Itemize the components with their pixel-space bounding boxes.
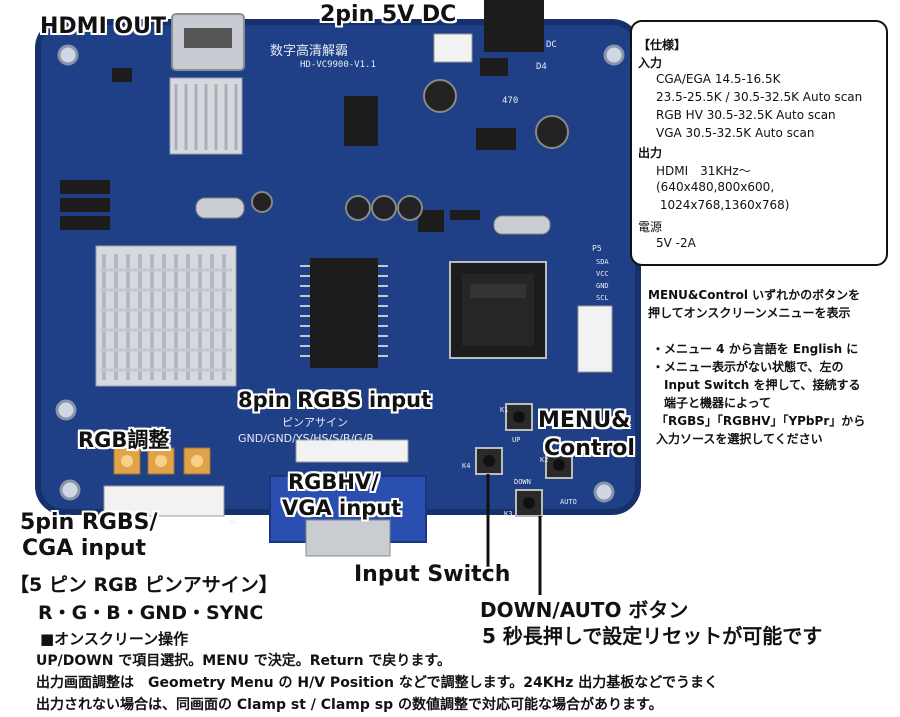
silk-pin-names: GND/GND/YS/HS/S/B/G/R bbox=[238, 432, 375, 445]
note-bullet-2d: 「RGBS」「RGBHV」「YPbPr」から bbox=[656, 414, 866, 428]
silk-k1: K1 bbox=[500, 406, 509, 414]
spec-input-1: CGA/EGA 14.5-16.5K bbox=[656, 72, 781, 86]
rgbhv-label-2: VGA input bbox=[282, 496, 402, 520]
small-heatsink bbox=[169, 77, 243, 155]
silk-vcc: VCC bbox=[596, 270, 609, 278]
silk-k2: K2 bbox=[540, 456, 549, 464]
dc-jack bbox=[484, 0, 544, 52]
p5-connector bbox=[577, 305, 613, 373]
hdmi-out-label: HDMI OUT bbox=[40, 14, 166, 39]
small-ics bbox=[344, 58, 516, 232]
input-switch-label: Input Switch bbox=[354, 562, 511, 587]
silk-scl: SCL bbox=[596, 294, 609, 302]
silk-d4: D4 bbox=[536, 62, 547, 72]
board-chinese-title: 数字高清解霸 bbox=[270, 44, 349, 59]
osd-title: ■オンスクリーン操作 bbox=[40, 630, 189, 648]
note-bullet-2c: 端子と機器によって bbox=[664, 396, 772, 410]
silk-hs: HS bbox=[230, 518, 239, 526]
spec-input-4: VGA 30.5-32.5K Auto scan bbox=[656, 126, 815, 140]
spec-input-2: 23.5-25.5K / 30.5-32.5K Auto scan bbox=[656, 90, 863, 104]
silk-gnd: GND bbox=[596, 282, 609, 290]
dc-2pin-connector bbox=[433, 33, 473, 63]
crystal bbox=[195, 197, 245, 219]
rgb-pots bbox=[113, 447, 211, 475]
note-menu-1: MENU&Control いずれかのボタンを bbox=[648, 288, 861, 302]
down-auto-label-1: DOWN/AUTO ボタン bbox=[480, 598, 689, 622]
spec-output-1: HDMI 31KHz～ bbox=[656, 164, 751, 178]
osd-line-2: 出力画面調整は Geometry Menu の H/V Position などで… bbox=[36, 675, 719, 691]
board-model: HD-VC9900-V1.1 bbox=[300, 60, 376, 70]
silk-k4: K4 bbox=[462, 462, 471, 470]
note-bullet-2a: ・メニュー表示がない状態で、左の bbox=[652, 360, 844, 374]
spec-output-header: 出力 bbox=[638, 146, 663, 160]
spec-power-header: 電源 bbox=[638, 220, 663, 234]
spec-title: 【仕様】 bbox=[638, 38, 687, 52]
vga-connector bbox=[269, 475, 427, 557]
osd-line-1: UP/DOWN で項目選択。MENU で決定。Return で戻ります。 bbox=[36, 653, 452, 669]
rgb-adjust-label: RGB調整 bbox=[78, 428, 170, 452]
spec-power: 5V -2A bbox=[656, 236, 696, 250]
cga-label-2: CGA input bbox=[22, 536, 147, 561]
rgbhv-label-1: RGBHV/ bbox=[288, 470, 379, 494]
spec-output-2: (640x480,800x600, bbox=[656, 180, 775, 194]
silk-auto: AUTO bbox=[560, 498, 577, 506]
silk-pinout-title: ピンアサイン bbox=[282, 416, 348, 429]
down-auto-label-2: 5 秒長押しで設定リセットが可能です bbox=[482, 624, 823, 648]
silk-dc: DC bbox=[546, 40, 557, 50]
spec-output-3: 1024x768,1360x768) bbox=[656, 198, 790, 212]
silk-470: 470 bbox=[502, 96, 519, 106]
large-heatsink bbox=[95, 245, 237, 387]
osd-line-3: 出力されない場合は、同画面の Clamp st / Clamp sp の数値調整… bbox=[36, 697, 663, 713]
note-bullet-2e: 入力ソースを選択してください bbox=[656, 432, 823, 446]
crystal-2 bbox=[493, 215, 551, 235]
menu-label-1: MENU& bbox=[538, 408, 631, 433]
rgbs-8pin-connector bbox=[295, 439, 409, 463]
note-bullet-2b: Input Switch を押して、接続する bbox=[664, 378, 861, 392]
silk-p5: P5 bbox=[592, 244, 602, 253]
mounting-holes bbox=[55, 44, 625, 503]
pin-assign-pins: R・G・B・GND・SYNC bbox=[38, 602, 264, 624]
note-menu-2: 押してオンスクリーンメニューを表示 bbox=[648, 306, 851, 320]
capacitors bbox=[251, 79, 569, 221]
silk-sda: SDA bbox=[596, 258, 609, 266]
cga-label-1: 5pin RGBS/ bbox=[20, 510, 158, 535]
spec-input-3: RGB HV 30.5-32.5K Auto scan bbox=[656, 108, 836, 122]
spec-box: 【仕様】 入力 CGA/EGA 14.5-16.5K 23.5-25.5K / … bbox=[630, 20, 888, 266]
menu-label-2: Control bbox=[544, 436, 635, 461]
dc-2pin-label: 2pin 5V DC bbox=[320, 2, 457, 27]
rgbs-8pin-label: 8pin RGBS input bbox=[238, 388, 432, 412]
silk-down: DOWN bbox=[514, 478, 531, 486]
note-bullet-1: ・メニュー 4 から言語を English に bbox=[652, 342, 859, 356]
pin-assign-title: 【5 ピン RGB ピンアサイン】 bbox=[10, 574, 278, 596]
qfp-chip bbox=[449, 261, 547, 359]
smd-chips bbox=[60, 68, 480, 230]
cga-5pin-connector bbox=[103, 485, 225, 517]
spec-input-header: 入力 bbox=[638, 56, 663, 70]
main-ic bbox=[300, 258, 388, 368]
silk-k3: K3 bbox=[504, 510, 513, 518]
silk-up: UP bbox=[512, 436, 521, 444]
